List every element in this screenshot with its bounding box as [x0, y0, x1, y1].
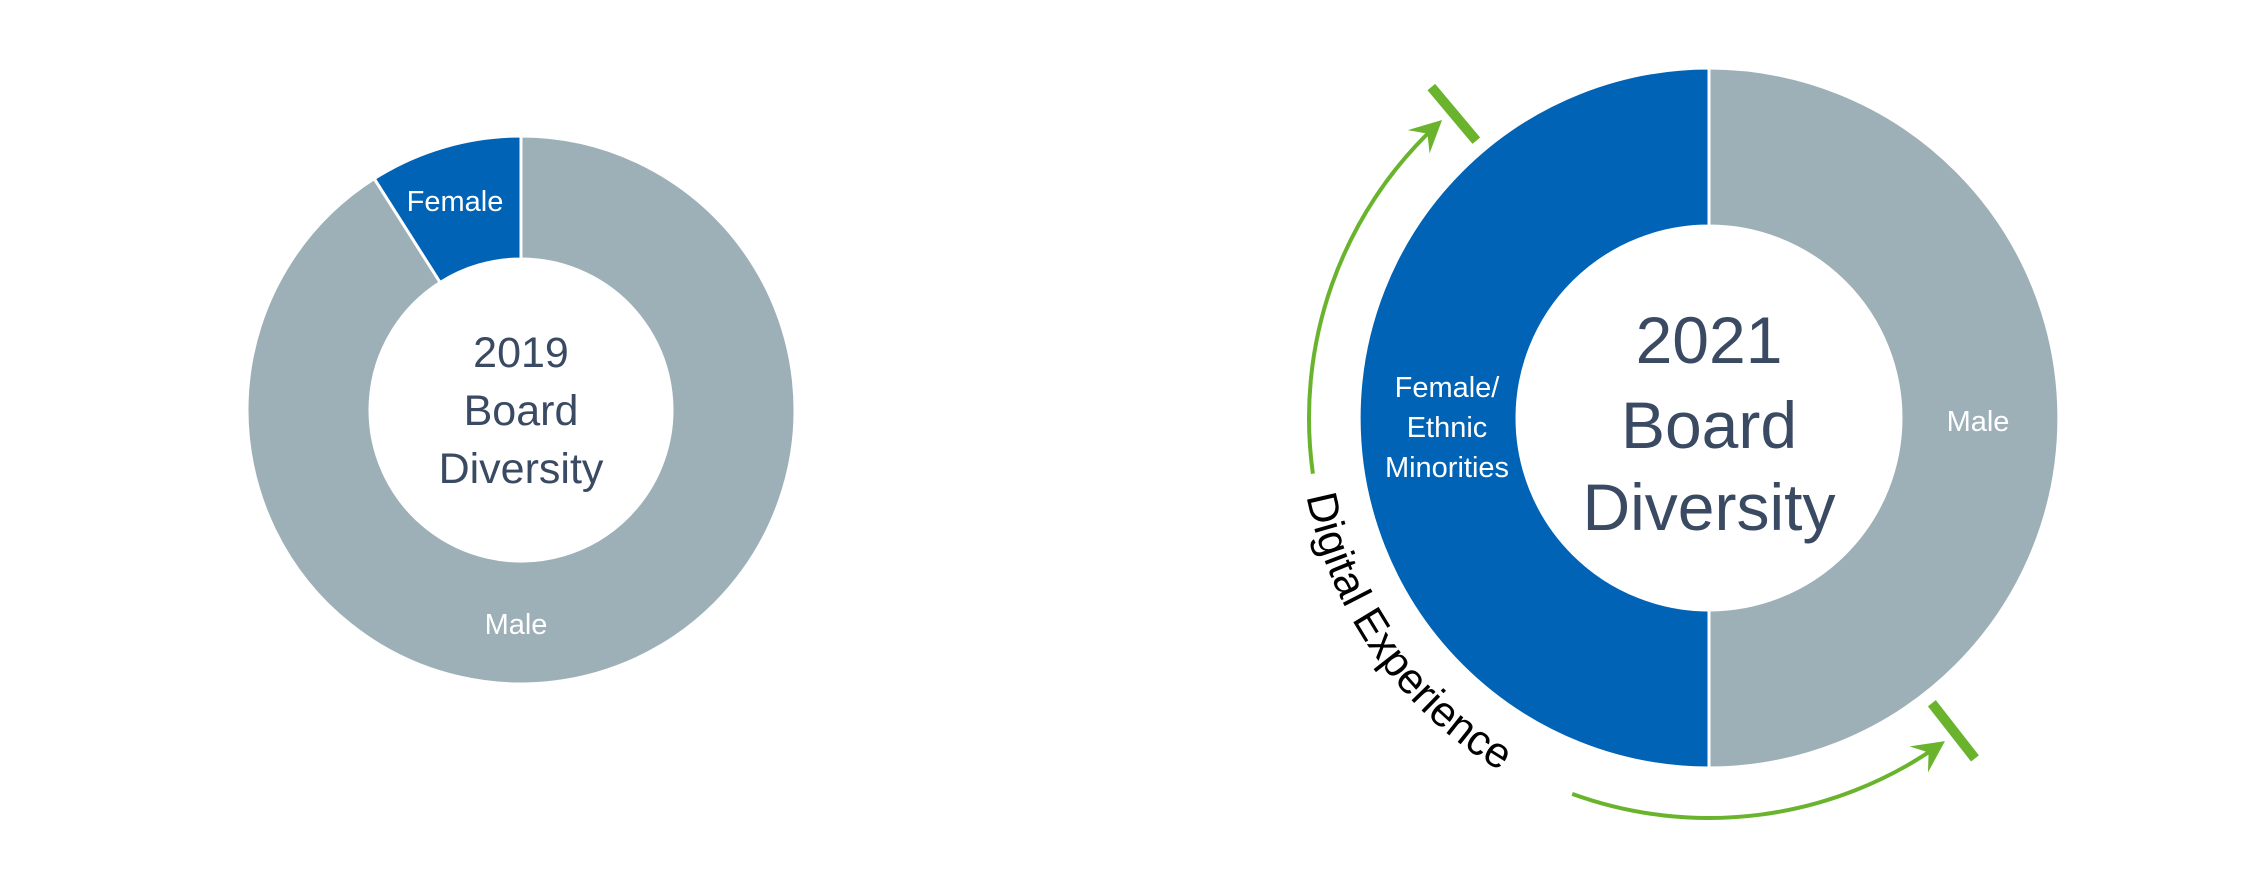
slice-label-female-ethnic-minorities: Female/ Ethnic Minorities	[1385, 372, 1509, 484]
donut-2021	[1357, 66, 2061, 770]
slice-label-line: Ethnic	[1407, 412, 1488, 444]
center-title-2019: 2019 Board Diversity	[439, 329, 604, 493]
center-title-line: 2019	[473, 329, 569, 377]
slice-label-line: Female/	[1395, 372, 1501, 404]
slice-male	[1707, 66, 2061, 770]
center-title-line: Diversity	[1582, 470, 1835, 544]
bracket-tick-lower	[1927, 700, 1979, 762]
center-title-line: Board	[464, 387, 579, 435]
bracket-tick-upper	[1427, 83, 1481, 144]
arrow-lower	[1571, 741, 1945, 820]
center-title-line: Diversity	[439, 445, 604, 493]
slice-label-female: Female	[407, 186, 504, 218]
arrow-upper	[1307, 120, 1443, 474]
slice-label-male: Male	[1947, 406, 2010, 438]
slice-male	[245, 134, 797, 686]
center-title-line: 2021	[1636, 303, 1783, 377]
center-title-2021: 2021 Board Diversity	[1582, 303, 1835, 544]
slice-label-line: Minorities	[1385, 452, 1509, 484]
donut-2019	[245, 134, 797, 686]
center-title-line: Board	[1621, 388, 1797, 462]
slice-female-ethnic-minorities	[1357, 66, 1711, 770]
slice-label-male: Male	[485, 609, 548, 641]
